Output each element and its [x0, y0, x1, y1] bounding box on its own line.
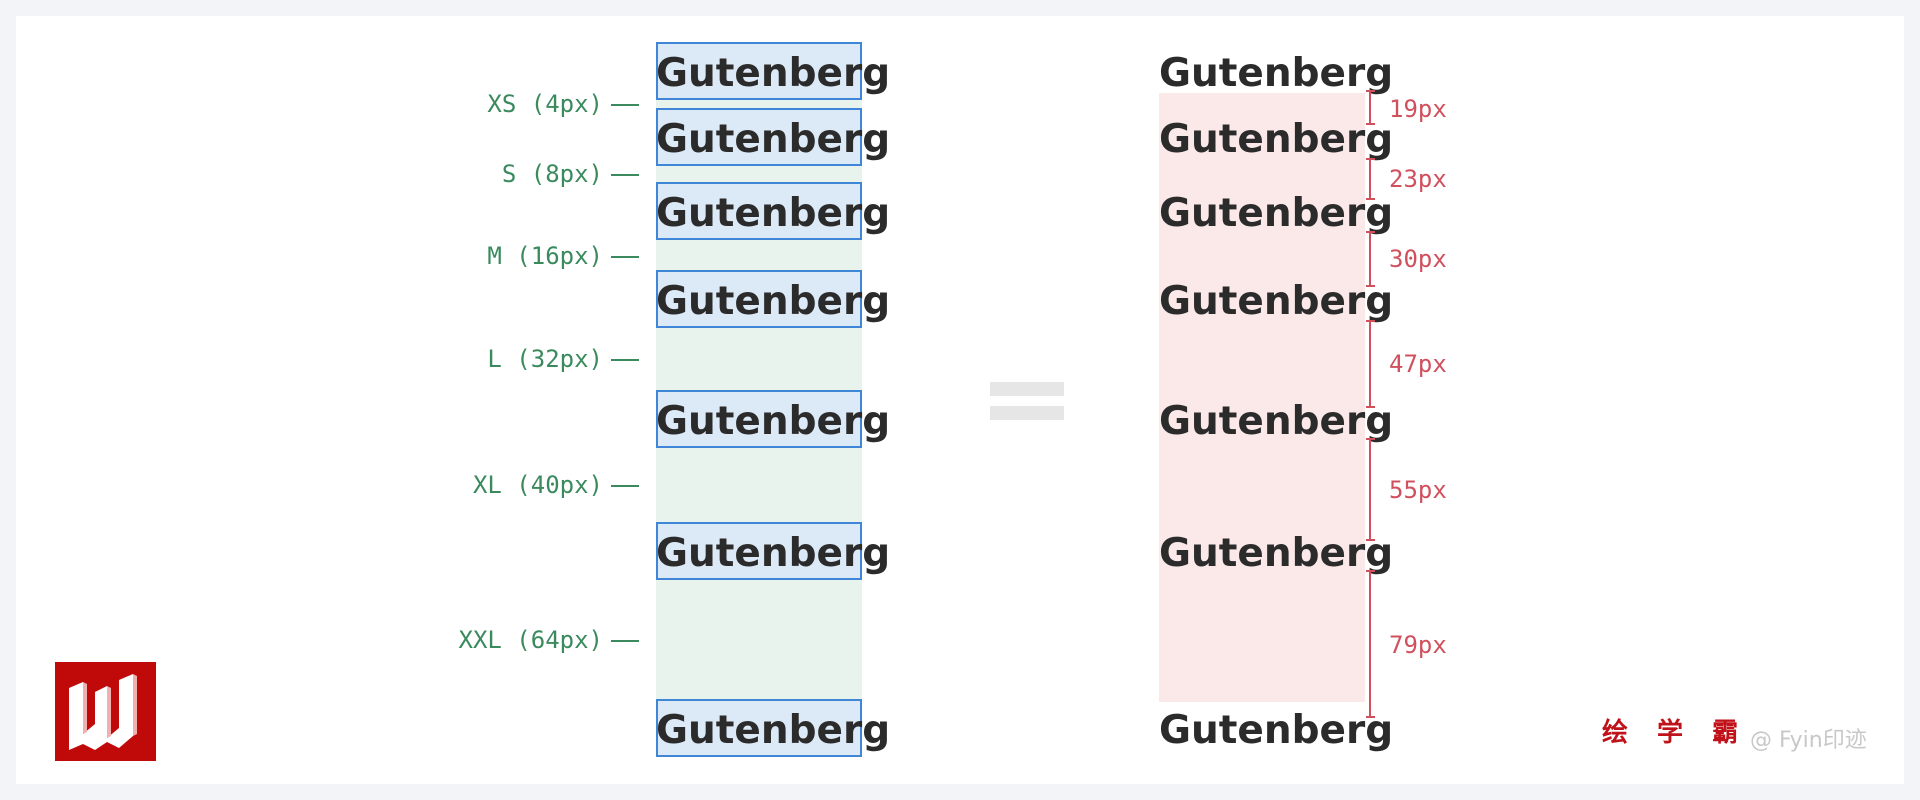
spacing-label-m: M (16px) — [487, 242, 603, 270]
distance-bracket — [1366, 158, 1375, 200]
sample-word: Gutenberg — [656, 279, 891, 324]
sample-word: Gutenberg — [656, 117, 891, 162]
label-tick — [611, 640, 639, 642]
diagram-canvas: Gutenberg Gutenberg Gutenberg Gutenberg … — [16, 16, 1904, 784]
distance-label: 55px — [1389, 476, 1447, 504]
spacing-label-xl: XL (40px) — [472, 471, 603, 499]
sample-word: Gutenberg — [1159, 279, 1394, 324]
credit-watermark: @ Fyin印迹 — [1750, 728, 1867, 753]
spacing-label-l: L (32px) — [487, 345, 603, 373]
text-box — [656, 270, 862, 328]
text-box — [656, 522, 862, 580]
sample-word: Gutenberg — [1159, 191, 1394, 236]
label-tick — [611, 104, 639, 106]
distance-bracket — [1366, 438, 1375, 541]
sample-word: Gutenberg — [656, 708, 891, 753]
text-box — [656, 182, 862, 240]
label-tick — [611, 359, 639, 361]
text-box — [656, 699, 862, 757]
logo-icon — [55, 662, 156, 761]
sample-word: Gutenberg — [656, 191, 891, 236]
sample-word: Gutenberg — [1159, 708, 1394, 753]
label-tick — [611, 485, 639, 487]
equals-icon-bar-top — [990, 382, 1064, 396]
label-tick — [611, 256, 639, 258]
distance-bracket — [1366, 231, 1375, 287]
sample-word: Gutenberg — [656, 531, 891, 576]
distance-bracket — [1366, 320, 1375, 408]
spacing-label-s: S (8px) — [501, 160, 603, 188]
brand-watermark: 绘 学 霸 — [1602, 718, 1749, 748]
sample-word: Gutenberg — [1159, 51, 1394, 96]
distance-label: 79px — [1389, 631, 1447, 659]
equals-icon-bar-bottom — [990, 406, 1064, 420]
spacing-label-xs: XS (4px) — [487, 90, 603, 118]
distance-bracket — [1366, 570, 1375, 718]
distance-bracket — [1366, 90, 1375, 125]
text-box — [656, 42, 862, 100]
sample-word: Gutenberg — [656, 399, 891, 444]
sample-word: Gutenberg — [1159, 117, 1394, 162]
distance-label: 47px — [1389, 350, 1447, 378]
label-tick — [611, 174, 639, 176]
distance-label: 19px — [1389, 95, 1447, 123]
spacing-label-xxl: XXL (64px) — [458, 626, 604, 654]
text-box — [656, 390, 862, 448]
sample-word: Gutenberg — [1159, 399, 1394, 444]
sample-word: Gutenberg — [1159, 531, 1394, 576]
distance-label: 30px — [1389, 245, 1447, 273]
distance-fill — [1159, 90, 1365, 702]
text-box — [656, 108, 862, 166]
distance-label: 23px — [1389, 165, 1447, 193]
sample-word: Gutenberg — [656, 51, 891, 96]
